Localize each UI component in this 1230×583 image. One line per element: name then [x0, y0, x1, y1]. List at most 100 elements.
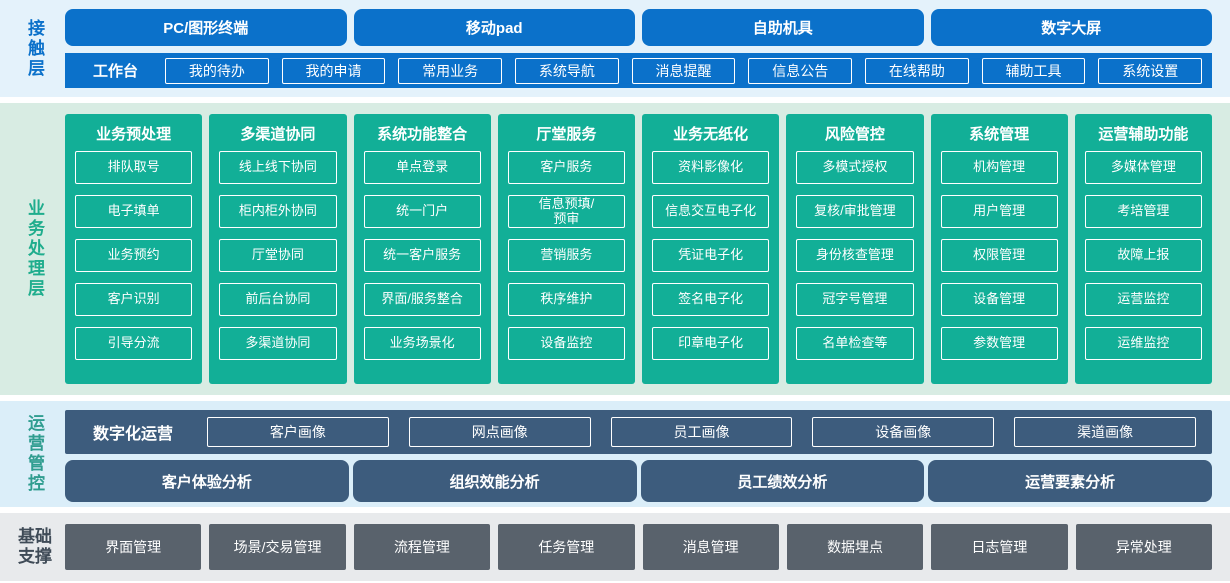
workbench-item-system-settings[interactable]: 系统设置 [1098, 57, 1203, 84]
workbench-item-announcements[interactable]: 信息公告 [748, 57, 853, 84]
business-item[interactable]: 资料影像化 [652, 151, 770, 184]
business-item[interactable]: 信息预填/ 预审 [507, 195, 625, 228]
column-title: 运营辅助功能 [1098, 126, 1189, 143]
business-item[interactable]: 业务预约 [75, 239, 193, 272]
business-item[interactable]: 考培管理 [1084, 195, 1202, 228]
workbench-item-todo[interactable]: 我的待办 [165, 57, 269, 84]
column-title: 系统管理 [969, 126, 1030, 143]
analysis-row: 客户体验分析 组织效能分析 员工绩效分析 运营要素分析 [65, 460, 1212, 502]
analysis-organizational-efficiency[interactable]: 组织效能分析 [352, 460, 637, 502]
ops-layer-label: 运营管控 [25, 414, 44, 494]
terminal-row: PC/图形终端 移动pad 自助机具 数字大屏 [65, 9, 1212, 46]
column-title: 业务预处理 [96, 126, 172, 143]
business-layer-label: 业务处理层 [25, 199, 44, 299]
column-multichannel-collaboration: 多渠道协同 线上线下协同 柜内柜外协同 厅堂协同 前后台协同 多渠道协同 [209, 114, 347, 384]
business-item[interactable]: 印章电子化 [652, 327, 770, 360]
business-item[interactable]: 单点登录 [363, 151, 481, 184]
business-item[interactable]: 客户识别 [75, 283, 193, 316]
business-item[interactable]: 机构管理 [940, 151, 1058, 184]
column-title: 厅堂服务 [536, 126, 597, 143]
business-item[interactable]: 统一客户服务 [363, 239, 481, 272]
workbench-item-online-help[interactable]: 在线帮助 [865, 57, 969, 84]
column-title: 多渠道协同 [240, 126, 316, 143]
business-item[interactable]: 客户服务 [507, 151, 625, 184]
business-item[interactable]: 界面/服务整合 [363, 283, 481, 316]
column-operation-auxiliary-functions: 运营辅助功能 多媒体管理 考培管理 故障上报 运营监控 运维监控 [1074, 114, 1212, 384]
base-item-message-management[interactable]: 消息管理 [642, 524, 779, 570]
column-system-management: 系统管理 机构管理 用户管理 权限管理 设备管理 参数管理 [930, 114, 1068, 384]
base-row: 界面管理 场景/交易管理 流程管理 任务管理 消息管理 数据埋点 日志管理 异常… [65, 524, 1212, 570]
base-item-interface-management[interactable]: 界面管理 [65, 524, 202, 570]
column-risk-control: 风险管控 多模式授权 复核/审批管理 身份核查管理 冠字号管理 名单检查等 [786, 114, 924, 384]
workbench-item-my-applications[interactable]: 我的申请 [281, 57, 386, 84]
business-item[interactable]: 身份核查管理 [796, 239, 914, 272]
business-item[interactable]: 名单检查等 [796, 327, 914, 360]
contact-layer: 接触层 PC/图形终端 移动pad 自助机具 数字大屏 工作台 我的待办 我的申… [0, 0, 1230, 97]
terminal-digital-screen[interactable]: 数字大屏 [930, 9, 1212, 46]
business-item[interactable]: 排队取号 [75, 151, 193, 184]
business-item[interactable]: 引导分流 [75, 327, 193, 360]
column-title: 系统功能整合 [377, 126, 468, 143]
column-title: 风险管控 [824, 126, 885, 143]
business-item[interactable]: 统一门户 [363, 195, 481, 228]
column-hall-service: 厅堂服务 客户服务 信息预填/ 预审 营销服务 秩序维护 设备监控 [497, 114, 635, 384]
base-support-layer: 基础支撑 界面管理 场景/交易管理 流程管理 任务管理 消息管理 数据埋点 日志… [0, 513, 1230, 581]
base-item-log-management[interactable]: 日志管理 [931, 524, 1068, 570]
terminal-mobile-pad[interactable]: 移动pad [353, 9, 635, 46]
digital-ops-bar: 数字化运营 客户画像 网点画像 员工画像 设备画像 渠道画像 [65, 410, 1212, 454]
business-item[interactable]: 设备管理 [940, 283, 1058, 316]
business-item[interactable]: 签名电子化 [652, 283, 770, 316]
column-title: 业务无纸化 [673, 126, 749, 143]
base-item-exception-handling[interactable]: 异常处理 [1075, 524, 1212, 570]
business-item[interactable]: 柜内柜外协同 [219, 195, 337, 228]
base-item-process-management[interactable]: 流程管理 [353, 524, 491, 570]
workbench-item-common-business[interactable]: 常用业务 [398, 57, 503, 84]
terminal-self-service[interactable]: 自助机具 [642, 9, 924, 46]
portrait-employee[interactable]: 员工画像 [610, 417, 793, 447]
analysis-customer-experience[interactable]: 客户体验分析 [65, 460, 349, 502]
portrait-channel[interactable]: 渠道画像 [1014, 417, 1196, 447]
business-item[interactable]: 线上线下协同 [219, 151, 337, 184]
workbench-item-message-reminder[interactable]: 消息提醒 [631, 57, 736, 84]
business-item[interactable]: 前后台协同 [219, 283, 337, 316]
business-item[interactable]: 营销服务 [507, 239, 625, 272]
business-item[interactable]: 秩序维护 [507, 283, 625, 316]
analysis-operation-elements[interactable]: 运营要素分析 [928, 460, 1212, 502]
business-item[interactable]: 冠字号管理 [796, 283, 914, 316]
business-item[interactable]: 运维监控 [1084, 327, 1202, 360]
business-item[interactable]: 设备监控 [507, 327, 625, 360]
workbench-label: 工作台 [93, 63, 139, 80]
business-item[interactable]: 多模式授权 [796, 151, 914, 184]
terminal-pc[interactable]: PC/图形终端 [65, 9, 347, 46]
operations-control-layer: 运营管控 数字化运营 客户画像 网点画像 员工画像 设备画像 渠道画像 客户体验… [0, 401, 1230, 507]
business-item[interactable]: 故障上报 [1084, 239, 1202, 272]
contact-layer-label: 接触层 [25, 18, 44, 79]
workbench-item-auxiliary-tools[interactable]: 辅助工具 [981, 57, 1086, 84]
digital-ops-label: 数字化运营 [93, 426, 174, 443]
workbench-item-system-navigation[interactable]: 系统导航 [515, 57, 619, 84]
ops-layer-content: 数字化运营 客户画像 网点画像 员工画像 设备画像 渠道画像 客户体验分析 组织… [65, 410, 1212, 502]
column-business-preprocessing: 业务预处理 排队取号 电子填单 业务预约 客户识别 引导分流 [65, 114, 203, 384]
base-item-scene-transaction-management[interactable]: 场景/交易管理 [209, 524, 346, 570]
business-item[interactable]: 参数管理 [940, 327, 1058, 360]
business-item[interactable]: 信息交互电子化 [652, 195, 770, 228]
base-item-task-management[interactable]: 任务管理 [498, 524, 635, 570]
base-layer-label: 基础支撑 [18, 526, 52, 566]
portrait-customer[interactable]: 客户画像 [207, 417, 389, 447]
analysis-employee-performance[interactable]: 员工绩效分析 [640, 460, 925, 502]
business-item[interactable]: 运营监控 [1084, 283, 1202, 316]
business-item[interactable]: 多渠道协同 [219, 327, 337, 360]
portrait-branch[interactable]: 网点画像 [408, 417, 591, 447]
business-item[interactable]: 厅堂协同 [219, 239, 337, 272]
portrait-equipment[interactable]: 设备画像 [812, 417, 995, 447]
business-item[interactable]: 凭证电子化 [652, 239, 770, 272]
business-item[interactable]: 复核/审批管理 [796, 195, 914, 228]
business-processing-layer: 业务处理层 业务预处理 排队取号 电子填单 业务预约 客户识别 引导分流 多渠道… [0, 103, 1230, 395]
business-item[interactable]: 用户管理 [940, 195, 1058, 228]
business-item[interactable]: 业务场景化 [363, 327, 481, 360]
business-item[interactable]: 多媒体管理 [1084, 151, 1202, 184]
business-item[interactable]: 电子填单 [75, 195, 193, 228]
base-item-data-tracking[interactable]: 数据埋点 [786, 524, 924, 570]
business-item[interactable]: 权限管理 [940, 239, 1058, 272]
business-columns: 业务预处理 排队取号 电子填单 业务预约 客户识别 引导分流 多渠道协同 线上线… [65, 114, 1212, 384]
